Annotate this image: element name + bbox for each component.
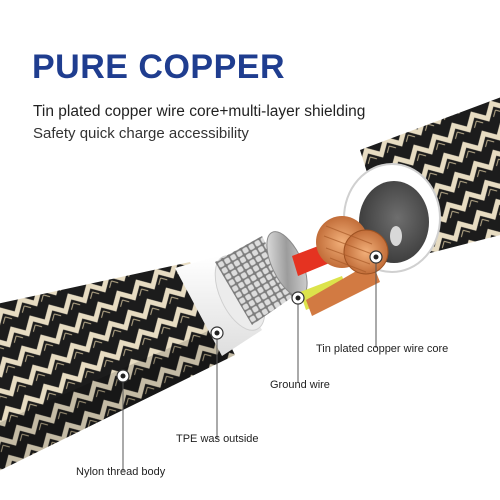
- callout-markers: [116, 250, 383, 383]
- tpe-jacket: [175, 256, 262, 356]
- callout-nylon-body: Nylon thread body: [76, 466, 166, 478]
- braided-cable-front-shade: [0, 330, 235, 471]
- cable-end-cap-notch: [390, 226, 402, 246]
- callout-copper-core: Tin plated copper wire core: [316, 343, 449, 355]
- feature-line-shielding: Tin plated copper wire core+multi-layer …: [33, 103, 366, 120]
- leader-lines: [122, 257, 377, 471]
- ground-wire-copper: [306, 262, 380, 316]
- mesh-shielding: [215, 236, 294, 325]
- callout-ground-wire: Ground wire: [270, 379, 330, 391]
- callout-tpe-jacket: TPE was outside: [176, 433, 259, 445]
- copper-strand-lines: [323, 225, 373, 273]
- headline: PURE COPPER: [32, 48, 285, 86]
- braided-cable-front: [0, 262, 235, 471]
- feature-line-charge: Safety quick charge accessibility: [33, 125, 249, 142]
